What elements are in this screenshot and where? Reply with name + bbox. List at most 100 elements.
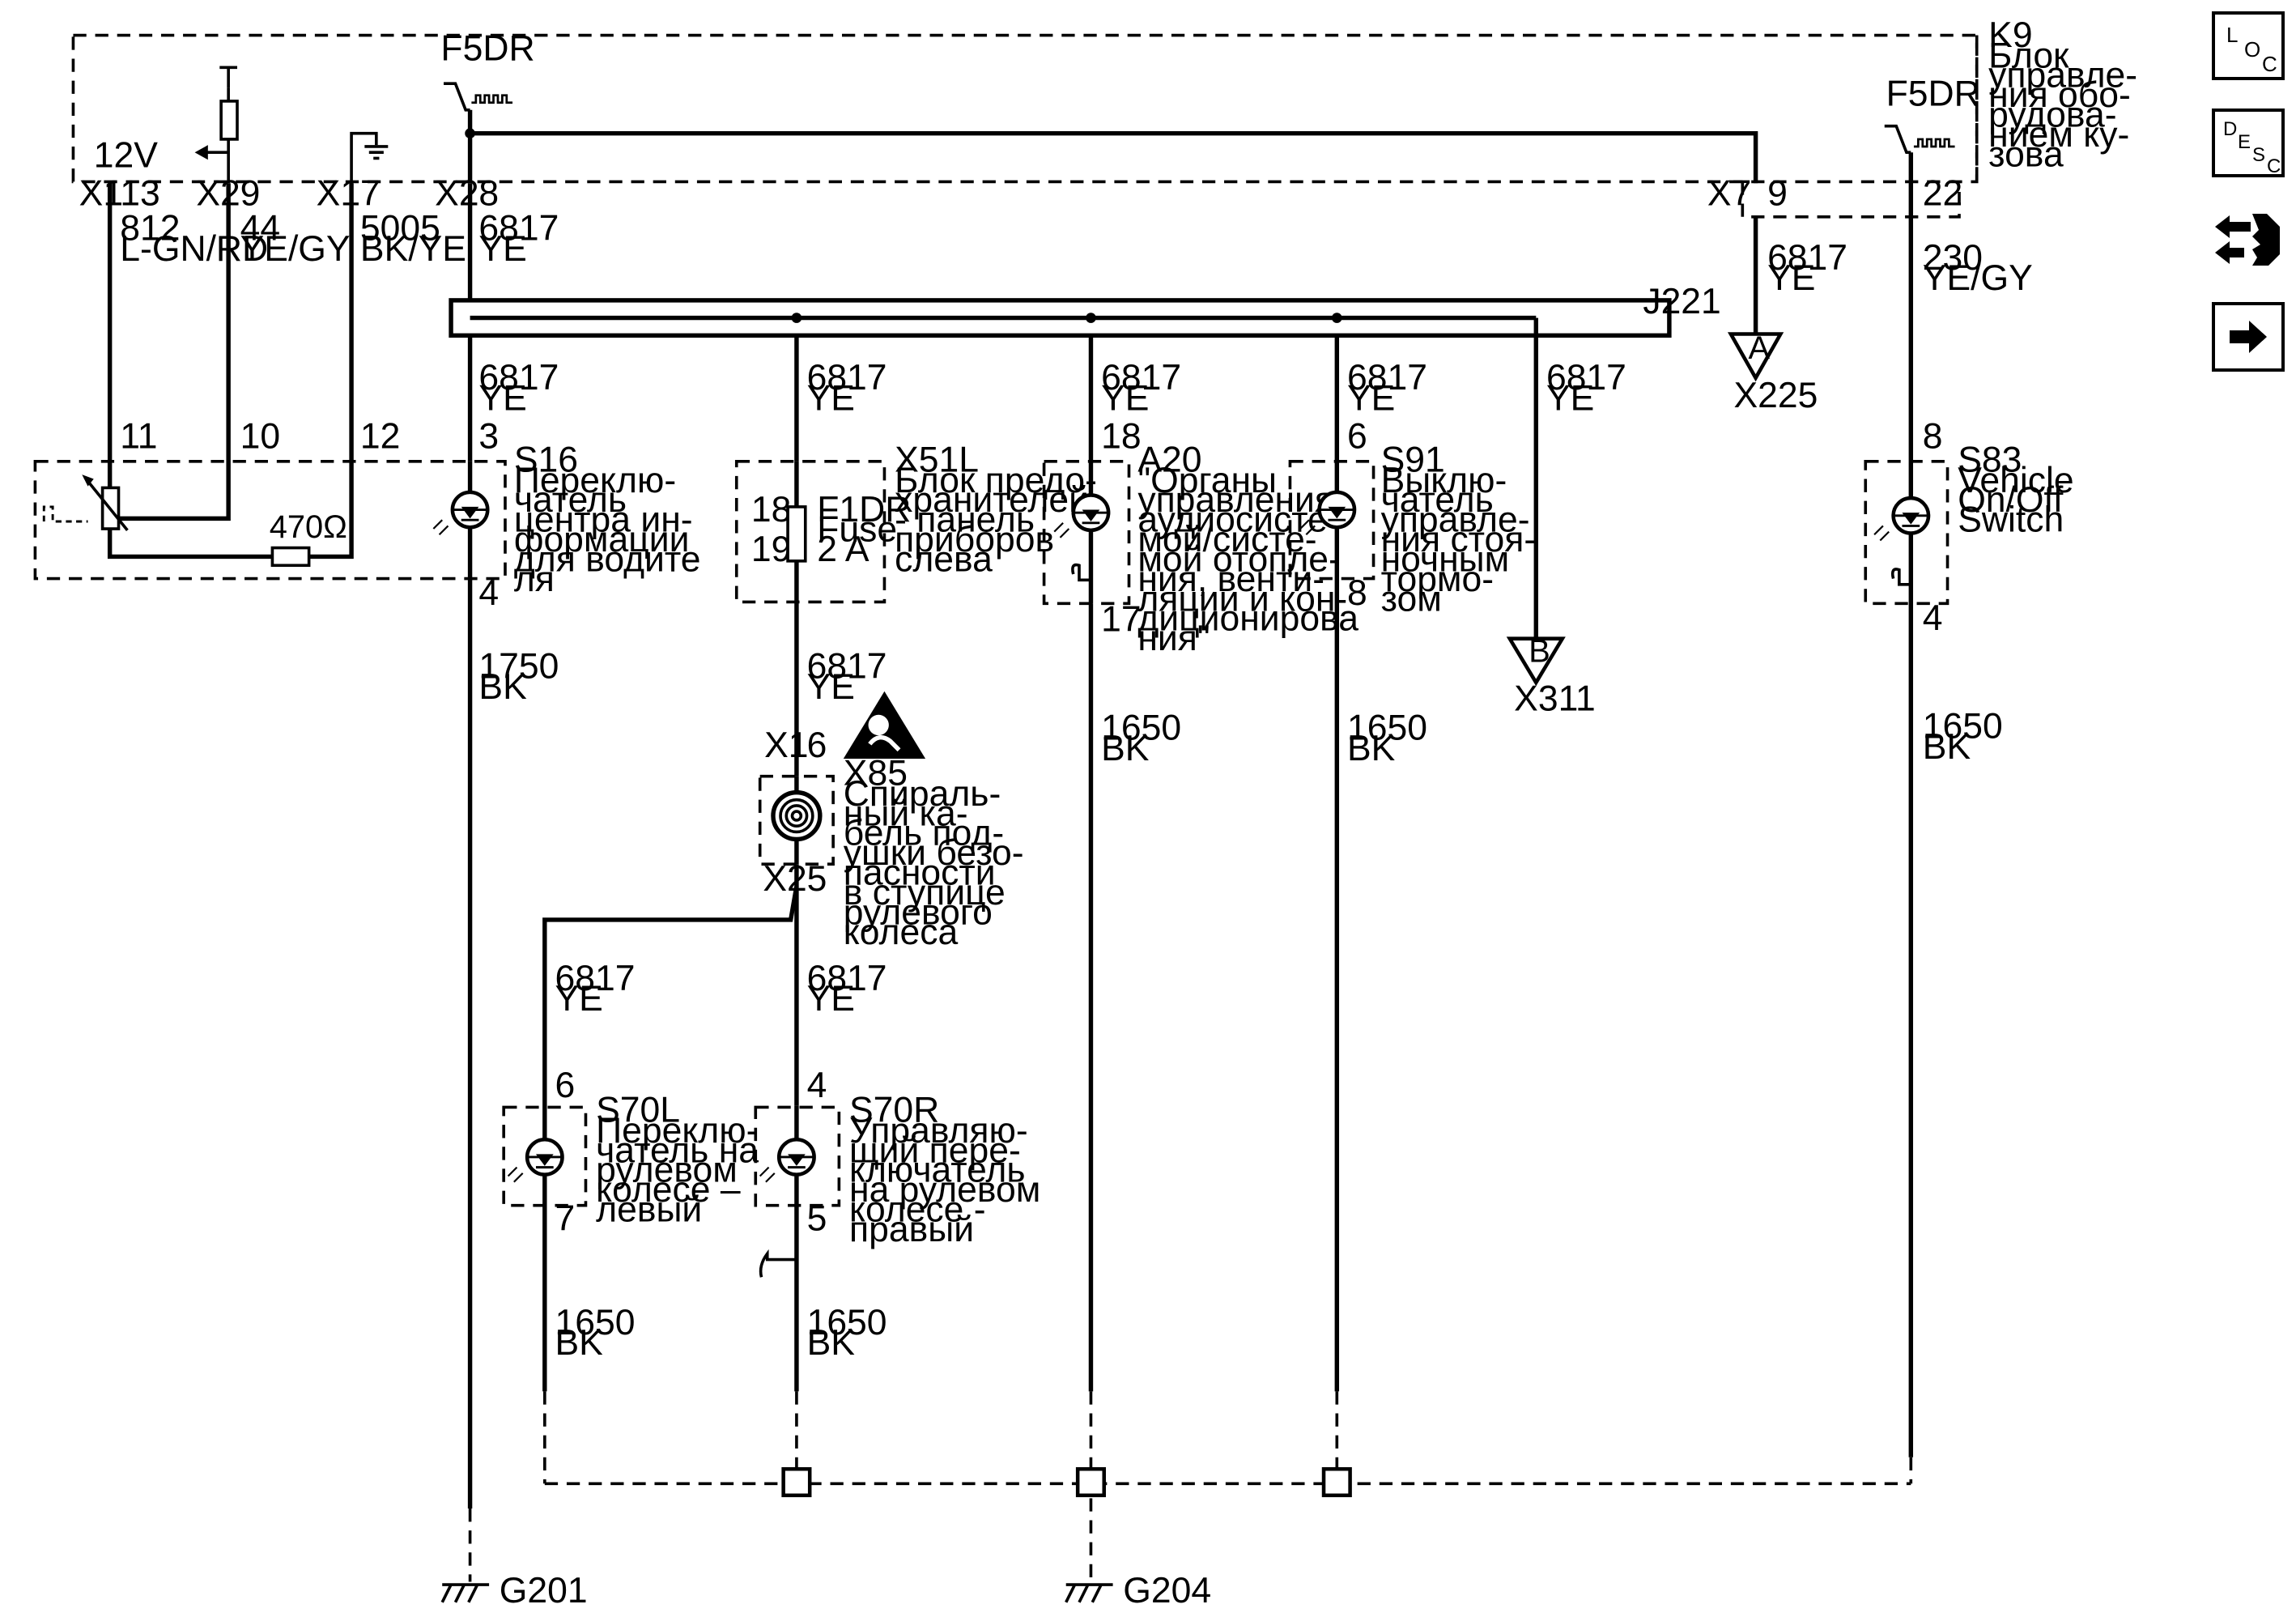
- component-s16: 11 10 12 3 4 S16 Переклю- чатель центра …: [33, 417, 711, 613]
- svg-text:Управляю- щий пере-: Управляю- щий пере- ключатель на рулевом…: [849, 1111, 1051, 1249]
- svg-text:X2: X2: [435, 173, 478, 213]
- fuse-f1dr-icon: [786, 505, 807, 563]
- component-s91: 6 8 S91 Выклю- чатель управле- ния стоя-…: [1288, 417, 1536, 619]
- svg-text:1650: 1650: [807, 1303, 887, 1343]
- svg-text:6817: 6817: [807, 647, 887, 687]
- svg-text:4: 4: [478, 573, 499, 613]
- s70l-lamp-icon: [508, 1139, 563, 1181]
- svg-text:Переклю- чатель на: Переклю- чатель на рулевом колесе – левы…: [596, 1111, 768, 1230]
- connector-end-view-button[interactable]: [2212, 202, 2285, 275]
- svg-text:230: 230: [1923, 238, 1983, 278]
- description-button[interactable]: D E S C: [2212, 109, 2285, 177]
- svg-text:Переклю- чатель це: Переклю- чатель центра ин- формации для …: [514, 461, 711, 599]
- svg-text:9: 9: [1767, 173, 1788, 213]
- svg-text:10: 10: [240, 417, 280, 457]
- svg-text:BK: BK: [555, 1323, 603, 1363]
- svg-text:YE/GY: YE/GY: [240, 229, 351, 269]
- svg-text:7: 7: [360, 173, 381, 213]
- svg-text:7: 7: [555, 1198, 575, 1238]
- ground-g204: G204: [1065, 1571, 1211, 1611]
- svg-text:6817: 6817: [1101, 358, 1181, 398]
- svg-text:BK/YE: BK/YE: [360, 229, 466, 269]
- svg-text:G201: G201: [500, 1571, 588, 1611]
- svg-text:"Органы управления: "Органы управления аудиосисте- мой/систе…: [1137, 461, 1368, 658]
- s83-lamp-icon: [1874, 498, 1928, 540]
- next-page-button[interactable]: [2212, 302, 2285, 372]
- k9-desc: Блок управле- ния обо- рудова- нием ку- …: [1988, 36, 2147, 174]
- svg-text:5: 5: [807, 859, 827, 899]
- s83-ground-symbol-icon: [1890, 568, 1911, 586]
- svg-text:X1: X1: [79, 173, 123, 213]
- loc-letter-l: L: [2226, 23, 2239, 47]
- svg-text:8: 8: [478, 173, 499, 213]
- svg-text:YE: YE: [1347, 379, 1395, 419]
- component-s70r: 4 5 S70R Управляю- щий пере- ключатель н…: [754, 1066, 1051, 1392]
- svg-text:X1: X1: [317, 173, 360, 213]
- svg-text:G204: G204: [1123, 1571, 1211, 1611]
- x7-connector-outline: [1741, 181, 1961, 219]
- svg-text:1650: 1650: [555, 1303, 635, 1343]
- svg-text:YE/GY: YE/GY: [1923, 258, 2033, 298]
- svg-text:6817: 6817: [1347, 358, 1427, 398]
- clockspring-icon: [771, 789, 823, 842]
- svg-text:BK: BK: [478, 667, 527, 707]
- k9-ref: K9: [1988, 15, 2032, 55]
- svg-text:22: 22: [1923, 173, 1962, 213]
- svg-text:6: 6: [807, 726, 827, 765]
- svg-text:YE: YE: [807, 379, 855, 419]
- wire-labels-lower: 6817 YE 6817 YE 1650 BK 1650 BK: [555, 959, 887, 1363]
- ground-splice-2: [1075, 1466, 1107, 1498]
- svg-text:J221: J221: [1643, 282, 1720, 321]
- svg-text:S83: S83: [1958, 440, 2022, 480]
- svg-text:X2: X2: [763, 859, 806, 899]
- svg-text:470Ω: 470Ω: [270, 509, 347, 545]
- switch-f5dr-left-icon: [444, 82, 513, 112]
- svg-text:X311: X311: [1514, 679, 1596, 718]
- splice-pack-j221: J221: [449, 282, 1721, 338]
- svg-text:12: 12: [360, 417, 400, 457]
- k9-pin-labels: X1 13 X2 9 X1 7 X2 8 X7 9 22: [79, 173, 1963, 213]
- s70r-ground-symbol-icon: [759, 1249, 797, 1278]
- svg-text:9: 9: [240, 173, 261, 213]
- svg-text:BK: BK: [1923, 727, 1971, 767]
- x85-wires: [542, 864, 799, 1106]
- airbag-warning-icon: [843, 691, 926, 760]
- location-button[interactable]: L O C: [2212, 11, 2285, 80]
- component-x85-clockspring: X1 6 X2 5 X85 Спираль- ный ка- бель под-…: [758, 691, 1034, 952]
- wire-labels-splice: 6817 YE 6817 YE 6817 YE 6817 YE 6817 YE: [478, 358, 1626, 418]
- svg-text:A20: A20: [1137, 440, 1201, 480]
- desc-letter-d: D: [2223, 118, 2238, 140]
- svg-text:4: 4: [1923, 598, 1943, 638]
- ground-splice-3: [1321, 1466, 1352, 1498]
- svg-text:X51L: X51L: [895, 440, 979, 480]
- loc-letter-o: O: [2244, 37, 2261, 62]
- component-a20: 18 17 A20 "Органы управления аудиосисте-…: [1042, 417, 1368, 658]
- svg-text:Спираль- ный ка- б: Спираль- ный ка- бель под- ушки безо- па…: [844, 774, 1034, 952]
- svg-text:YE: YE: [807, 667, 855, 707]
- svg-text:6817: 6817: [478, 358, 559, 398]
- offpage-connector-a: A X225: [1727, 330, 1818, 415]
- svg-text:1750: 1750: [478, 647, 559, 687]
- svg-text:S70R: S70R: [849, 1091, 939, 1130]
- k9-outline: [71, 33, 1979, 184]
- svg-text:YE: YE: [1546, 379, 1594, 419]
- ground-splice-1: [781, 1466, 812, 1498]
- body-control-module-k9: K9 Блок управле- ния обо- рудова- нием к…: [71, 15, 2147, 219]
- s16-lamp-icon: [433, 492, 487, 534]
- svg-text:6: 6: [1347, 417, 1367, 457]
- svg-text:4: 4: [807, 1066, 827, 1105]
- svg-text:11: 11: [120, 417, 157, 457]
- resistor-470-icon: [270, 546, 311, 568]
- internal-pullup-resistor: [219, 100, 239, 141]
- svg-text:6817: 6817: [807, 358, 887, 398]
- svg-text:B: B: [1529, 634, 1550, 670]
- internal-ground-icon: [364, 145, 389, 160]
- switch-f5dr-left-label: F5DR: [440, 28, 534, 68]
- wire-labels-upper: 812 L-GN/RD 44 YE/GY 5005 BK/YE 6817 YE …: [120, 209, 2032, 298]
- svg-text:8: 8: [1923, 417, 1943, 457]
- svg-text:F1DR Fuse 2 A: F1DR Fuse 2 A: [817, 490, 921, 569]
- switch-f5dr-right-icon: [1884, 124, 1955, 155]
- connector-end-view-icon: [2215, 214, 2280, 266]
- svg-text:BK: BK: [807, 1323, 856, 1363]
